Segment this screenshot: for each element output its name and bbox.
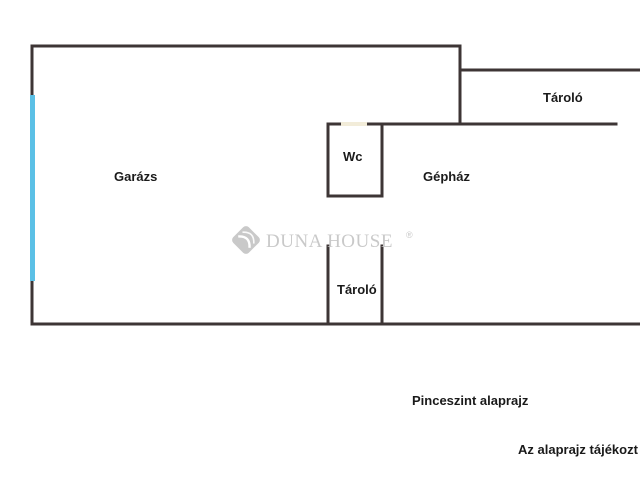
room-label-garage: Garázs (114, 169, 157, 184)
plan-disclaimer: Az alaprajz tájékozt (518, 442, 638, 457)
garage-window (30, 95, 35, 281)
room-label-wc: Wc (343, 149, 363, 164)
plan-caption: Pinceszint alaprajz (412, 393, 529, 408)
room-label-storage-bottom: Tároló (337, 282, 377, 297)
room-label-storage-top: Tároló (543, 90, 583, 105)
room-label-machine-room: Gépház (423, 169, 470, 184)
wc-door-opening (341, 122, 367, 126)
duna-house-watermark: DUNA HOUSE ® (232, 226, 413, 254)
watermark-brand: DUNA HOUSE (266, 231, 393, 252)
duna-house-logo-icon (232, 226, 260, 254)
watermark-registered-mark: ® (406, 230, 413, 240)
walls (30, 44, 640, 326)
